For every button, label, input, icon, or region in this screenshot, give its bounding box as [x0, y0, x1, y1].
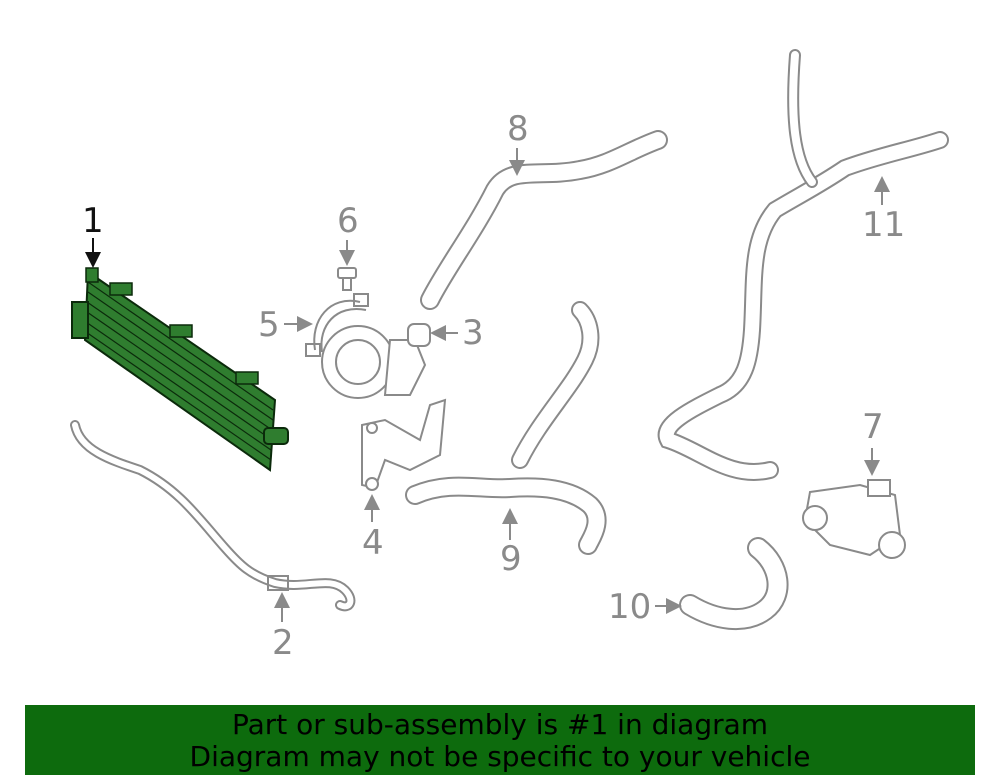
callout-5[interactable]: 5 — [258, 305, 280, 345]
part-5-clamp[interactable] — [305, 293, 369, 357]
part-4-bracket[interactable] — [361, 398, 447, 491]
part-1-auxiliary-radiator[interactable] — [71, 267, 289, 472]
callout-10[interactable]: 10 — [608, 587, 652, 627]
part-8-coolant-hose[interactable] — [420, 130, 668, 310]
callout-9[interactable]: 9 — [500, 539, 522, 579]
banner-line-1: Part or sub-assembly is #1 in diagram — [231, 708, 769, 741]
part-7-thermostat-housing[interactable] — [802, 479, 906, 559]
part-11-coolant-hose[interactable] — [657, 49, 949, 481]
parts-diagram: 1 2 3 4 5 6 7 8 9 10 11 — [70, 49, 949, 663]
callout-7[interactable]: 7 — [862, 407, 884, 447]
part-10-coolant-hose[interactable] — [679, 537, 789, 631]
part-2-coolant-line[interactable] — [70, 420, 356, 612]
callout-6[interactable]: 6 — [337, 201, 359, 241]
fitment-notice-banner: Part or sub-assembly is #1 in diagram Di… — [25, 705, 975, 775]
callout-2[interactable]: 2 — [272, 623, 294, 663]
banner-line-2: Diagram may not be specific to your vehi… — [189, 740, 811, 773]
callout-3[interactable]: 3 — [462, 313, 484, 353]
callout-4[interactable]: 4 — [362, 523, 384, 563]
callout-8[interactable]: 8 — [507, 109, 529, 149]
callout-11[interactable]: 11 — [862, 205, 906, 245]
callout-1[interactable]: 1 — [82, 201, 104, 241]
part-6-bolt[interactable] — [337, 267, 357, 291]
part-9-coolant-hose[interactable] — [405, 301, 607, 555]
diagram-svg — [70, 49, 949, 631]
part-3-water-pump[interactable] — [321, 323, 431, 399]
